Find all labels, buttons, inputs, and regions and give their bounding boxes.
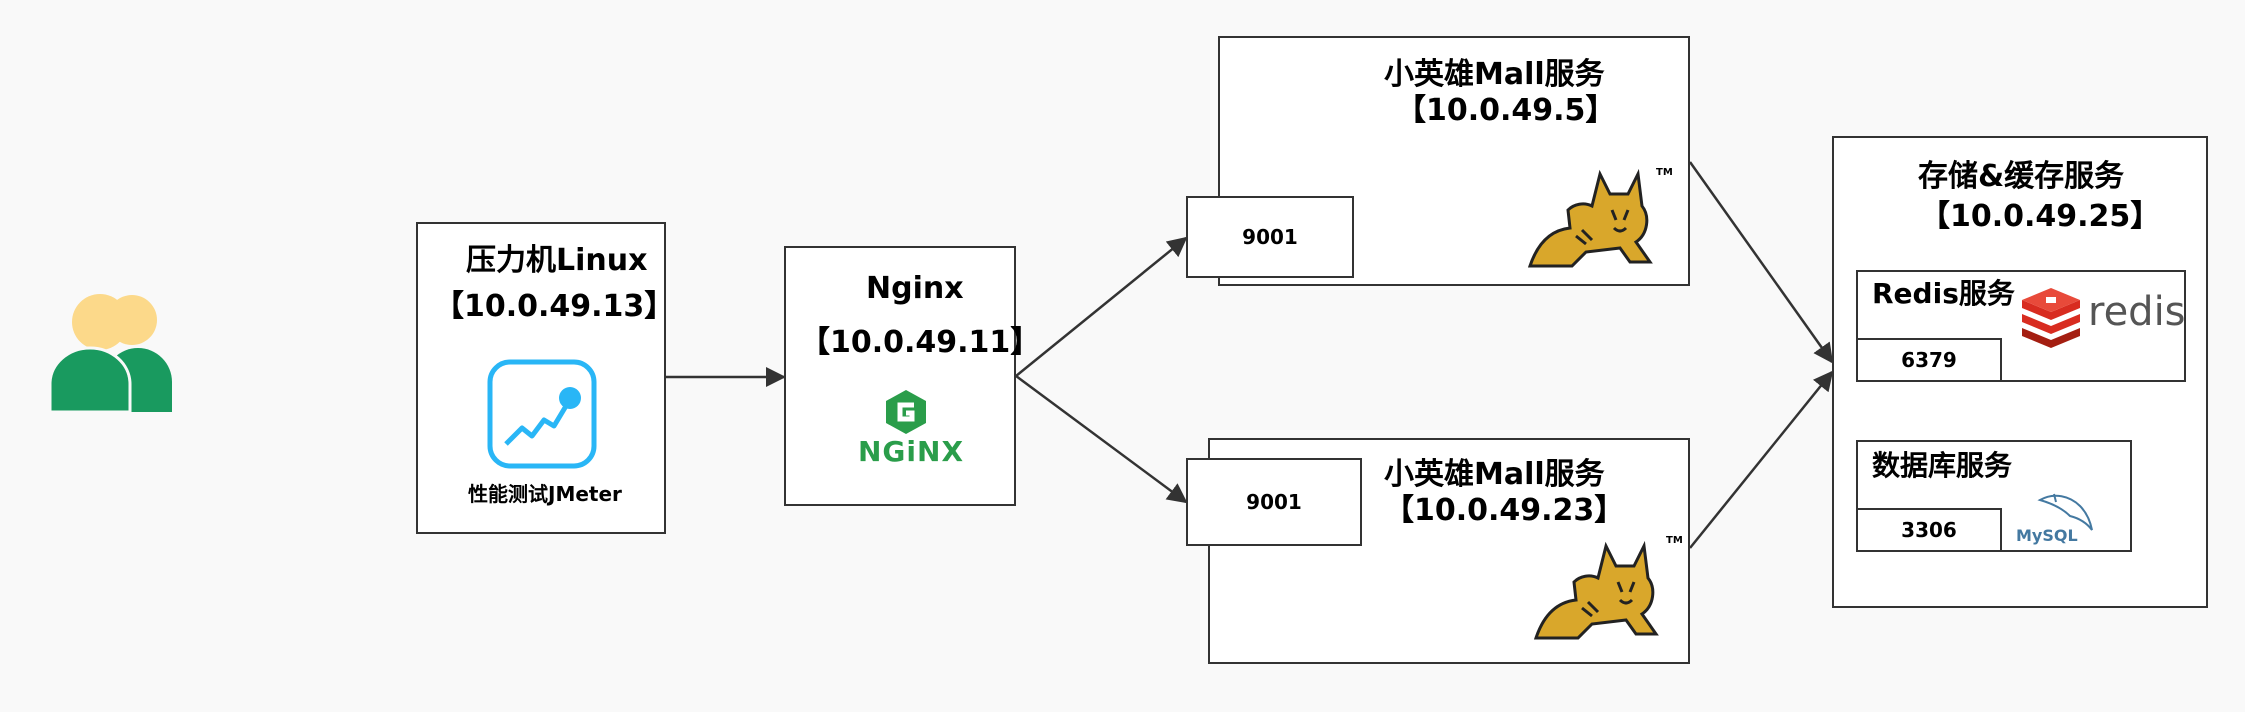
storage-box: 存储&缓存服务 【10.0.49.25】 Redis服务 redis 6379 … — [1832, 136, 2208, 608]
nginx-logo-icon — [886, 390, 926, 434]
redis-box: Redis服务 redis 6379 — [1856, 270, 2186, 382]
storage-ip: 【10.0.49.25】 — [1920, 199, 2161, 234]
mall-service-1-ip: 【10.0.49.5】 — [1396, 93, 1616, 128]
pressure-machine-title: 压力机Linux — [466, 243, 648, 278]
db-box: 数据库服务 MySQL 3306 — [1856, 440, 2132, 552]
jmeter-icon — [487, 359, 597, 469]
pressure-machine-box: 压力机Linux 【10.0.49.13】 性能测试JMeter — [416, 222, 674, 534]
tomcat-tm-2: TM — [1666, 535, 1683, 546]
mysql-logo-icon — [2037, 493, 2093, 531]
tomcat-icon — [1533, 540, 1659, 640]
tomcat-tm-1: TM — [1656, 167, 1673, 178]
pressure-machine-ip: 【10.0.49.13】 — [434, 289, 675, 324]
arrow-nginx-to-mall-1 — [1015, 236, 1188, 377]
arrow-mall-1-to-storage — [1688, 161, 1834, 364]
mall-service-2-port: 9001 — [1186, 458, 1362, 546]
redis-port: 6379 — [1856, 338, 2002, 382]
mall-service-1-title: 小英雄Mall服务 — [1384, 57, 1605, 92]
tomcat-icon — [1527, 168, 1653, 268]
arrow-mall-2-to-storage — [1689, 370, 1834, 549]
db-port: 3306 — [1856, 508, 2002, 552]
nginx-title: Nginx — [866, 271, 964, 306]
mysql-logo-text: MySQL — [2016, 526, 2078, 545]
mall-service-2-ip: 【10.0.49.23】 — [1384, 493, 1625, 528]
users-icon — [48, 294, 172, 414]
jmeter-label: 性能测试JMeter — [468, 482, 622, 506]
redis-title: Redis服务 — [1872, 277, 2015, 310]
redis-logo-icon — [2022, 288, 2080, 348]
db-title: 数据库服务 — [1872, 449, 2013, 482]
arrow-nginx-to-mall-2 — [1015, 374, 1188, 504]
nginx-logo-text: NGiNX — [858, 435, 965, 468]
storage-title: 存储&缓存服务 — [1918, 159, 2125, 194]
mall-service-1-port: 9001 — [1186, 196, 1354, 278]
nginx-ip: 【10.0.49.11】 — [800, 325, 1041, 360]
nginx-box: Nginx 【10.0.49.11】 NGiNX — [784, 246, 1040, 506]
redis-logo-text: redis — [2088, 289, 2186, 335]
mall-service-2-title: 小英雄Mall服务 — [1384, 457, 1605, 492]
